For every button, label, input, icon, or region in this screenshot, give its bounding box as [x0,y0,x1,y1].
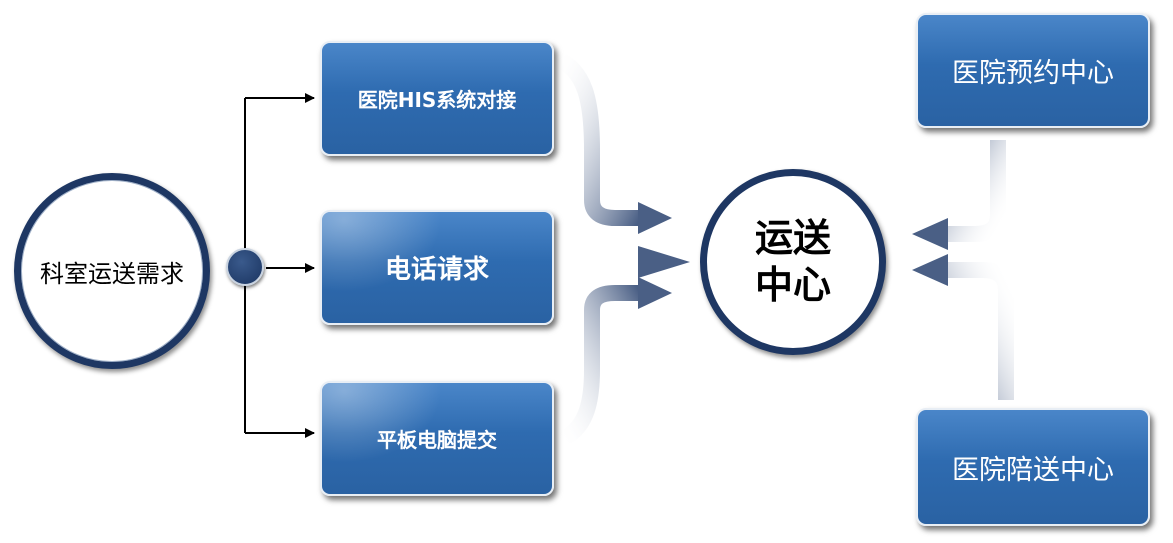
flow-arrow-appointment [912,140,1006,250]
department-demand-node: 科室运送需求 [14,173,210,369]
flow-arrow-escort [912,254,1014,400]
transport-center-node: 运送中心 [700,169,886,355]
channel-phone-label: 电话请求 [384,255,489,285]
channel-tablet-label: 平板电脑提交 [377,428,497,452]
flow-arrow-phone [560,246,690,278]
channel-his-integration[interactable]: 医院HIS系统对接 [320,41,554,156]
flow-arrow-his [552,50,672,234]
junction-dot [226,248,264,286]
appointment-center-label: 医院预约中心 [952,58,1114,89]
escort-center-label: 医院陪送中心 [952,454,1114,486]
flow-arrow-tablet [556,277,672,448]
department-demand-label: 科室运送需求 [40,259,184,288]
hospital-appointment-center[interactable]: 医院预约中心 [916,13,1150,128]
channel-phone-request[interactable]: 电话请求 [320,210,554,325]
channel-his-label: 医院HIS系统对接 [357,88,517,112]
hospital-escort-center[interactable]: 医院陪送中心 [916,408,1150,526]
channel-tablet-submit[interactable]: 平板电脑提交 [320,381,554,496]
transport-center-label: 运送中心 [754,215,831,308]
